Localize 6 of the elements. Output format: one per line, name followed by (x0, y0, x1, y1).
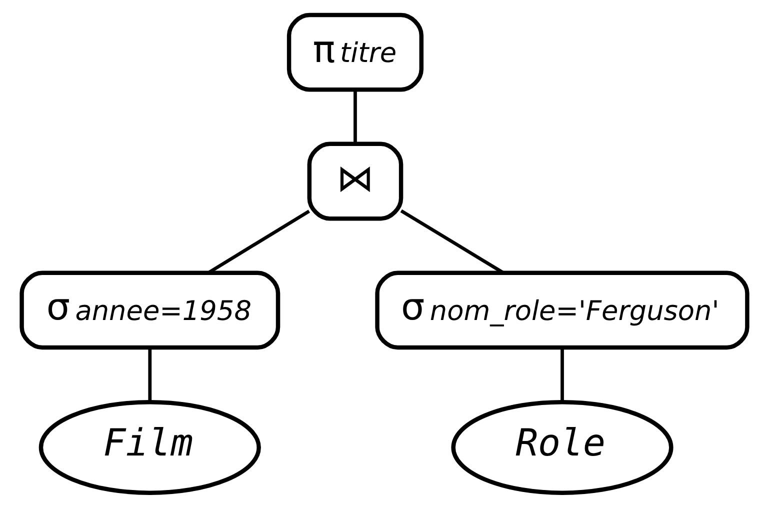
connector (354, 90, 357, 144)
node-ellipse: Film (38, 400, 261, 495)
node-ellipse: Role (451, 400, 674, 495)
node-box: ⋈ (307, 142, 404, 221)
connector (560, 348, 564, 402)
connector (148, 348, 152, 402)
